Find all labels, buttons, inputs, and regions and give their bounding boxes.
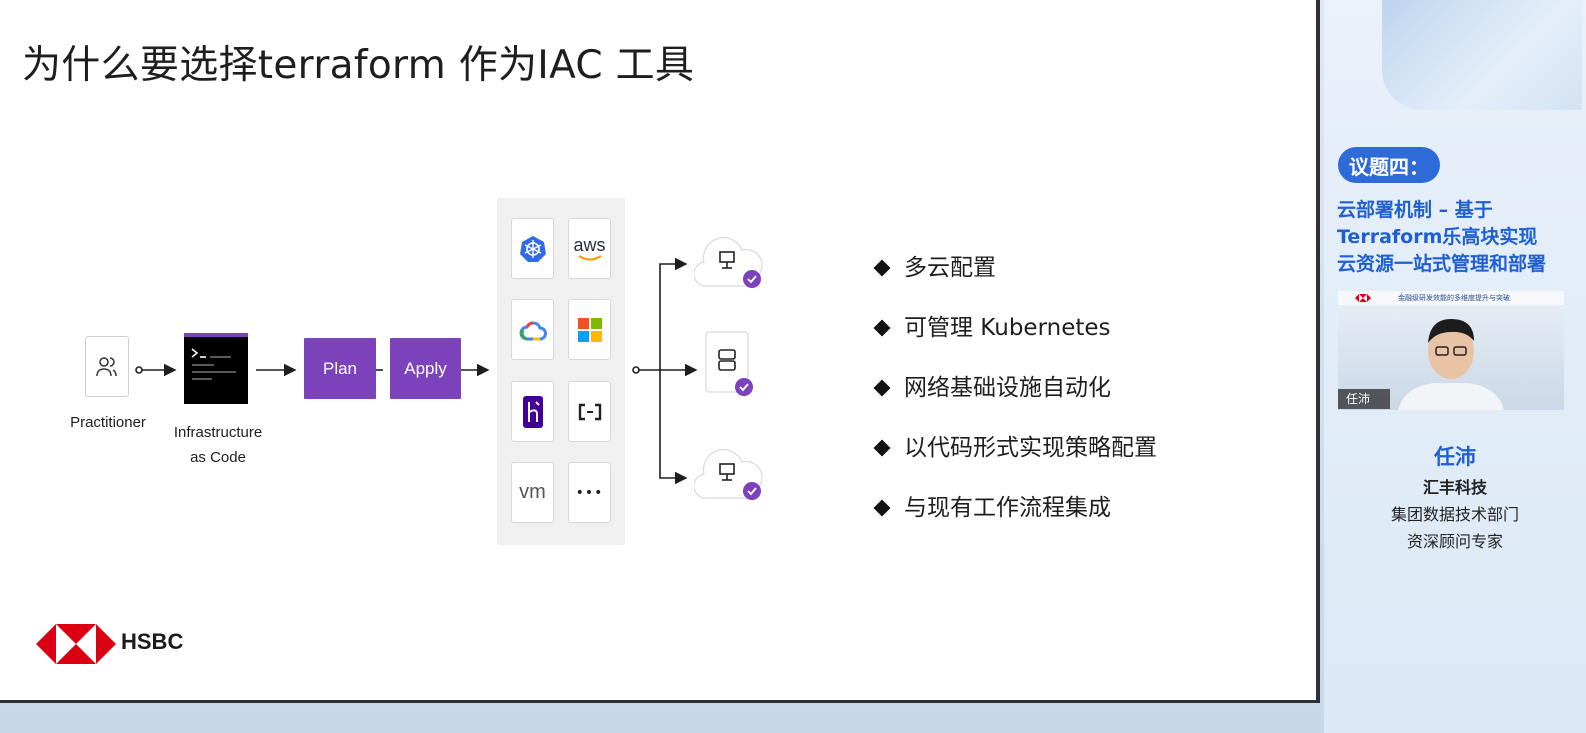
diamond-bullet-icon [873, 259, 891, 277]
hsbc-logo-text: HSBC [121, 629, 184, 654]
alibaba-cloud-icon [578, 403, 601, 420]
kubernetes-icon [519, 235, 546, 262]
agenda-title: 云部署机制 – 基于 Terraform乐高块实现 云资源一站式管理和部署 [1337, 197, 1546, 278]
diamond-bullet-icon [873, 499, 891, 517]
user-icon [96, 356, 117, 376]
speaker-silhouette-icon [1398, 319, 1504, 410]
iac-label: Infrastructure as Code [168, 420, 268, 470]
provider-tile-vmware: vm [511, 462, 554, 523]
decorative-graphic [1382, 0, 1582, 110]
iac-terminal-node [184, 333, 248, 404]
terminal-icon [191, 348, 236, 380]
bullet-item: 与现有工作流程集成 [873, 478, 1157, 538]
vmware-icon: vm [519, 481, 546, 503]
video-name-tag: 任沛 [1338, 389, 1390, 409]
google-cloud-icon [519, 321, 547, 340]
provider-tile-aws: aws [568, 218, 611, 279]
provider-tile-heroku [511, 381, 554, 442]
agenda-tag: 议题四： [1338, 147, 1440, 183]
iac-label-line1: Infrastructure [173, 424, 263, 441]
video-caption: 金融级研发效能的多维度提升与突破 [1338, 291, 1564, 305]
presentation-slide: 为什么要选择terraform 作为IAC 工具 Practitioner [0, 0, 1320, 703]
speaker-video-feed: 金融级研发效能的多维度提升与突破 任沛 [1338, 291, 1564, 410]
conference-side-panel: 议题四： 云部署机制 – 基于 Terraform乐高块实现 云资源一站式管理和… [1324, 0, 1586, 733]
cloud-server-icon [693, 237, 763, 288]
provider-tile-more: ••• [568, 462, 611, 523]
speaker-company: 汇丰科技 [1422, 478, 1487, 497]
bullet-text: 以代码形式实现策略配置 [904, 435, 1157, 461]
plan-step: Plan [304, 338, 376, 399]
provider-tile-kubernetes [511, 218, 554, 279]
heroku-icon [522, 395, 543, 428]
server-target-middle [696, 330, 766, 404]
slide-title: 为什么要选择terraform 作为IAC 工具 [22, 43, 695, 88]
apply-step: Apply [390, 338, 461, 399]
diamond-bullet-icon [873, 319, 891, 337]
speaker-department: 集团数据技术部门 [1390, 505, 1519, 524]
bullet-item: 以代码形式实现策略配置 [873, 418, 1157, 478]
aws-smile-icon [577, 254, 602, 260]
cloud-target-bottom [693, 438, 764, 508]
iac-label-line2: as Code [190, 449, 246, 466]
microsoft-icon [577, 317, 602, 342]
agenda-title-line: 云部署机制 – 基于 [1337, 199, 1493, 221]
server-icon [705, 331, 753, 396]
provider-panel: aws [497, 198, 625, 545]
diamond-bullet-icon [873, 379, 891, 397]
hsbc-mini-logo-icon [1355, 294, 1371, 302]
bullet-item: 可管理 Kubernetes [873, 298, 1157, 358]
bullet-item: 多云配置 [873, 238, 1157, 298]
provider-tile-microsoft [568, 299, 611, 360]
agenda-title-line: Terraform乐高块实现 [1337, 226, 1538, 248]
bullet-text: 网络基础设施自动化 [904, 375, 1111, 401]
cloud-target-top [693, 226, 764, 296]
diagram-connectors [135, 257, 698, 485]
agenda-title-line: 云资源一站式管理和部署 [1337, 253, 1547, 275]
speaker-title: 资深顾问专家 [1406, 532, 1503, 551]
bullet-text: 与现有工作流程集成 [904, 495, 1111, 521]
cloud-server-icon [693, 449, 763, 500]
practitioner-label: Practitioner [70, 414, 146, 431]
more-icon: ••• [575, 484, 604, 501]
bullet-text: 可管理 Kubernetes [904, 315, 1111, 341]
bullet-text: 多云配置 [904, 255, 996, 281]
provider-tile-alibaba-cloud [568, 381, 611, 442]
feature-bullet-list: 多云配置 可管理 Kubernetes 网络基础设施自动化 以代码形式实现策略配… [873, 238, 1157, 538]
provider-tile-google-cloud [511, 299, 554, 360]
bullet-item: 网络基础设施自动化 [873, 358, 1157, 418]
speaker-name: 任沛 [1434, 445, 1476, 469]
practitioner-node [85, 336, 129, 397]
hsbc-hexagon-logo-icon [36, 624, 116, 664]
aws-icon: aws [573, 234, 606, 255]
diamond-bullet-icon [873, 439, 891, 457]
